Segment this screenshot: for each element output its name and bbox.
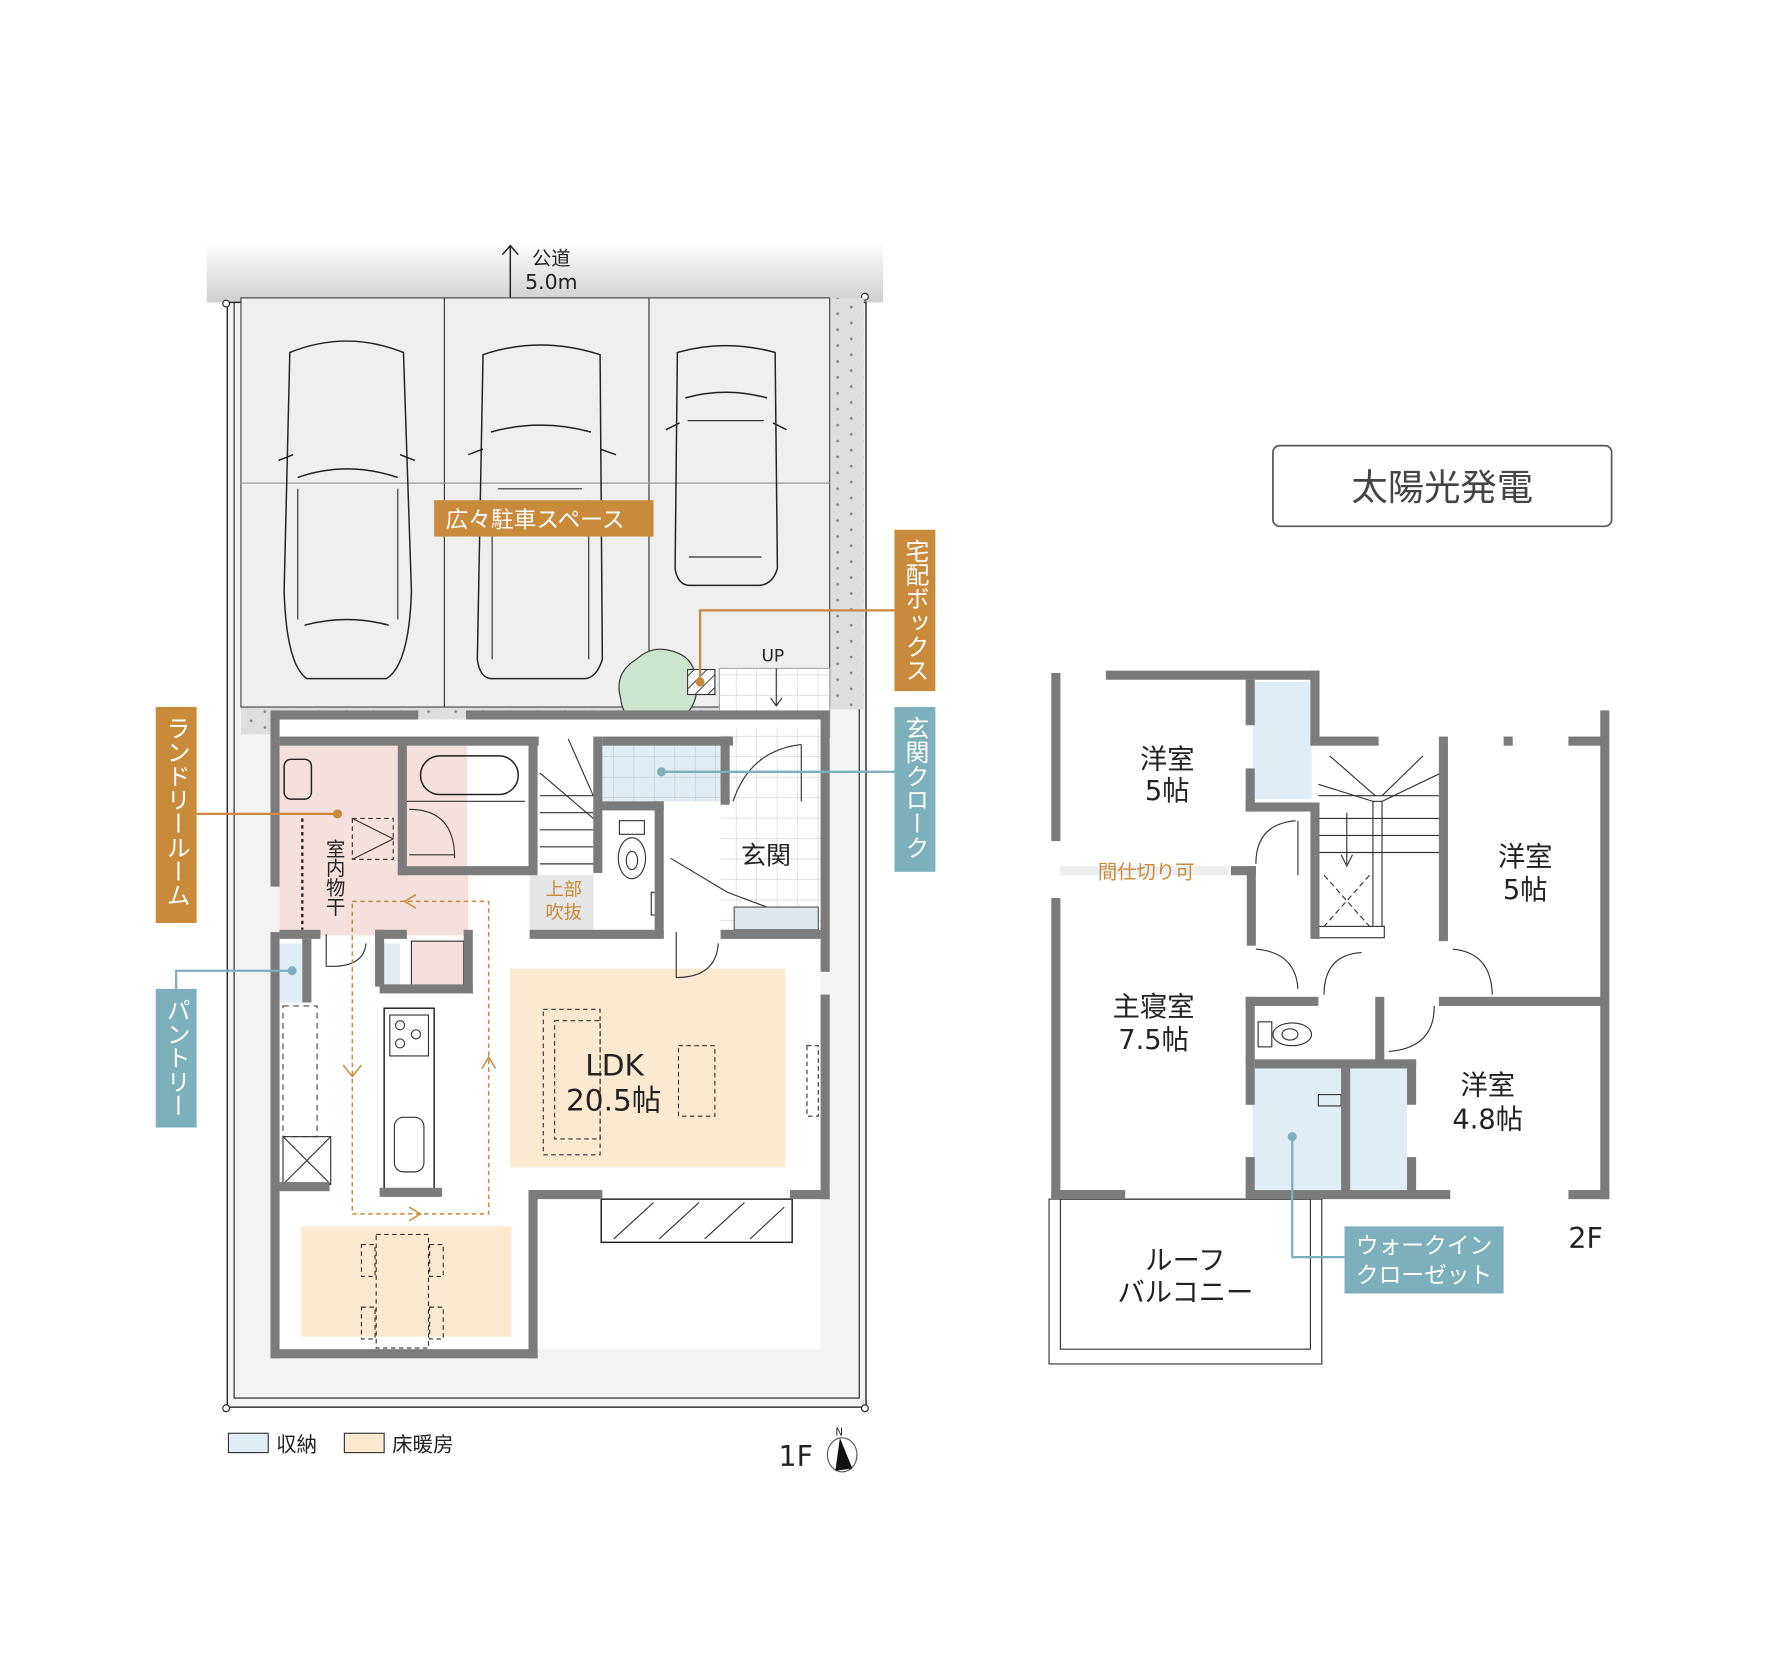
road-name: 公道 bbox=[532, 247, 571, 270]
road-width: 5.0m bbox=[525, 270, 577, 294]
room-ne-size: 5帖 bbox=[1503, 875, 1548, 906]
legend-storage: 収納 bbox=[276, 1432, 317, 1456]
room-se-size: 4.8帖 bbox=[1452, 1105, 1523, 1136]
legend: 収納 床暖房 bbox=[227, 1432, 453, 1456]
walk-in-closet bbox=[1252, 1068, 1408, 1192]
sink-icon bbox=[393, 1116, 425, 1173]
room-ne-name: 洋室 bbox=[1498, 842, 1553, 873]
pantry-label: パントリー bbox=[162, 998, 190, 1117]
void-label-1: 上部 bbox=[546, 880, 582, 901]
floor2-walls bbox=[1051, 670, 1610, 1200]
up-label: UP bbox=[761, 647, 784, 667]
compass-north: N bbox=[835, 1428, 843, 1439]
toilet-icon bbox=[1272, 1022, 1313, 1047]
floor2: 間仕切り可 洋室 5帖 洋室 5帖 主寝室 7.5帖 洋室 4.8帖 ルーフ バ… bbox=[1048, 678, 1603, 1365]
wic-label-2: クローゼット bbox=[1356, 1263, 1492, 1289]
callout-laundry-room: ランドリールーム bbox=[155, 707, 343, 923]
callout-pantry: パントリー bbox=[155, 966, 297, 1128]
car-icon bbox=[278, 340, 416, 680]
callout-delivery-box: 宅配ボックス bbox=[695, 529, 936, 692]
balcony-line2: バルコニー bbox=[1118, 1277, 1254, 1308]
toilet-icon bbox=[617, 837, 647, 880]
floor2-label: 2F bbox=[1568, 1222, 1602, 1255]
void-label-2: 吹抜 bbox=[546, 902, 582, 923]
solar-label: 太陽光発電 bbox=[1351, 466, 1533, 509]
up-arrow-icon bbox=[770, 668, 783, 707]
callout-wic: ウォークイン クローゼット bbox=[1287, 1132, 1504, 1294]
master-bedroom-size: 7.5帖 bbox=[1118, 1025, 1189, 1056]
master-bedroom-name: 主寝室 bbox=[1113, 992, 1195, 1023]
ldk-size: 20.5帖 bbox=[566, 1083, 661, 1117]
parking-label: 広々駐車スペース bbox=[446, 507, 625, 533]
public-road: 公道 5.0m bbox=[206, 241, 884, 303]
room-nw-name: 洋室 bbox=[1140, 744, 1195, 775]
dining-floor-heating bbox=[301, 1226, 512, 1337]
ldk-label: LDK bbox=[585, 1048, 644, 1082]
compass-icon: N bbox=[826, 1428, 858, 1473]
wic-label-1: ウォークイン bbox=[1356, 1234, 1492, 1260]
entrance-cloak-label: 玄関クローク bbox=[901, 716, 929, 859]
terrace-deck bbox=[600, 1198, 793, 1244]
balcony-line1: ルーフ bbox=[1145, 1246, 1225, 1277]
room-nw-size: 5帖 bbox=[1145, 776, 1190, 807]
room-se-name: 洋室 bbox=[1460, 1071, 1515, 1102]
laundry-room-label: ランドリールーム bbox=[162, 716, 190, 907]
floor1-label: 1F bbox=[779, 1440, 813, 1473]
car-icon bbox=[665, 344, 787, 587]
callout-entrance-cloak: 玄関クローク bbox=[656, 707, 936, 872]
ldk-floor-heating bbox=[510, 968, 786, 1168]
solar-badge: 太陽光発電 bbox=[1272, 444, 1613, 528]
partition-label: 間仕切り可 bbox=[1098, 861, 1195, 884]
indoor-drying-label: 室内物干 bbox=[323, 839, 346, 916]
legend-floor-heating: 床暖房 bbox=[392, 1432, 453, 1456]
floor1: 室内物干 上部 吹抜 玄関 bbox=[279, 719, 821, 1350]
delivery-box-label: 宅配ボックス bbox=[901, 539, 929, 682]
callout-parking: 広々駐車スペース bbox=[434, 500, 654, 537]
floor1-walls bbox=[270, 710, 830, 1359]
entrance-label: 玄関 bbox=[741, 841, 791, 870]
